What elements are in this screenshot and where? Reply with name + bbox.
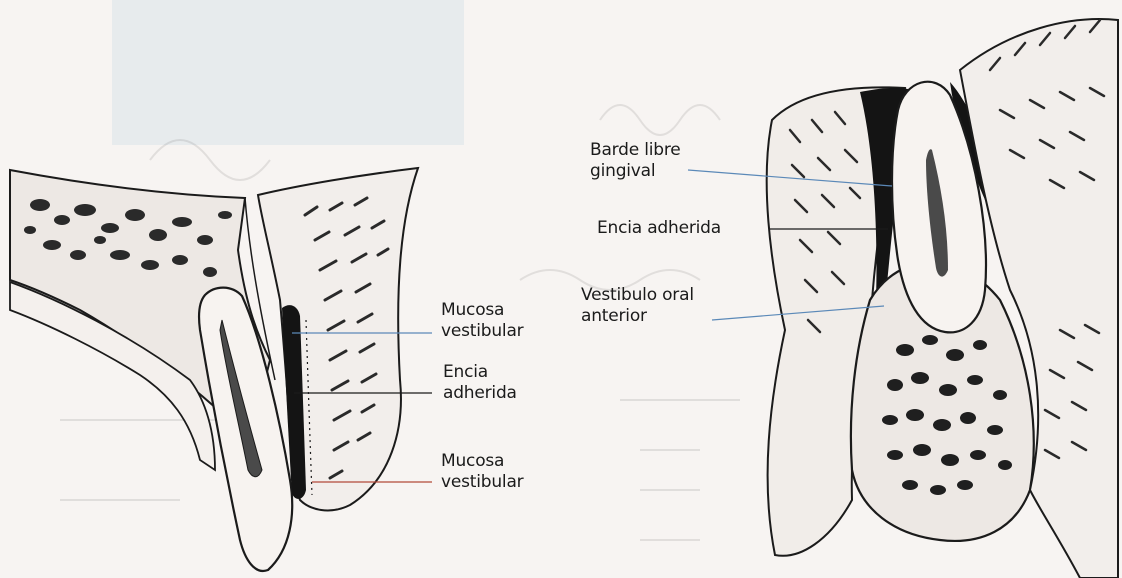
label-mucosa-vestibular-2-line1: Mucosa [441,451,523,472]
label-mucosa-vestibular-2: Mucosa vestibular [441,451,523,493]
label-borde-libre-gingival: Barde libre gingival [590,140,681,182]
background-ghost-box [112,0,464,145]
label-mucosa-vestibular-1: Mucosa vestibular [441,300,523,342]
label-borde-libre-line2: gingival [590,161,681,182]
label-mucosa-vestibular-1-line2: vestibular [441,321,523,342]
label-encia-adherida-1-line2: adherida [443,383,517,404]
label-encia-adherida-2-text: Encia adherida [597,218,721,239]
right-jaw-section [688,19,1118,578]
label-encia-adherida-2: Encia adherida [597,218,721,239]
label-vestibulo-line2: anterior [581,306,694,327]
label-mucosa-vestibular-2-line2: vestibular [441,472,523,493]
label-vestibulo-oral-anterior: Vestibulo oral anterior [581,285,694,327]
label-vestibulo-line1: Vestibulo oral [581,285,694,306]
label-borde-libre-line1: Barde libre [590,140,681,161]
label-encia-adherida-1: Encia adherida [443,362,517,404]
left-jaw-section [10,168,432,571]
label-encia-adherida-1-line1: Encia [443,362,517,383]
label-mucosa-vestibular-1-line1: Mucosa [441,300,523,321]
